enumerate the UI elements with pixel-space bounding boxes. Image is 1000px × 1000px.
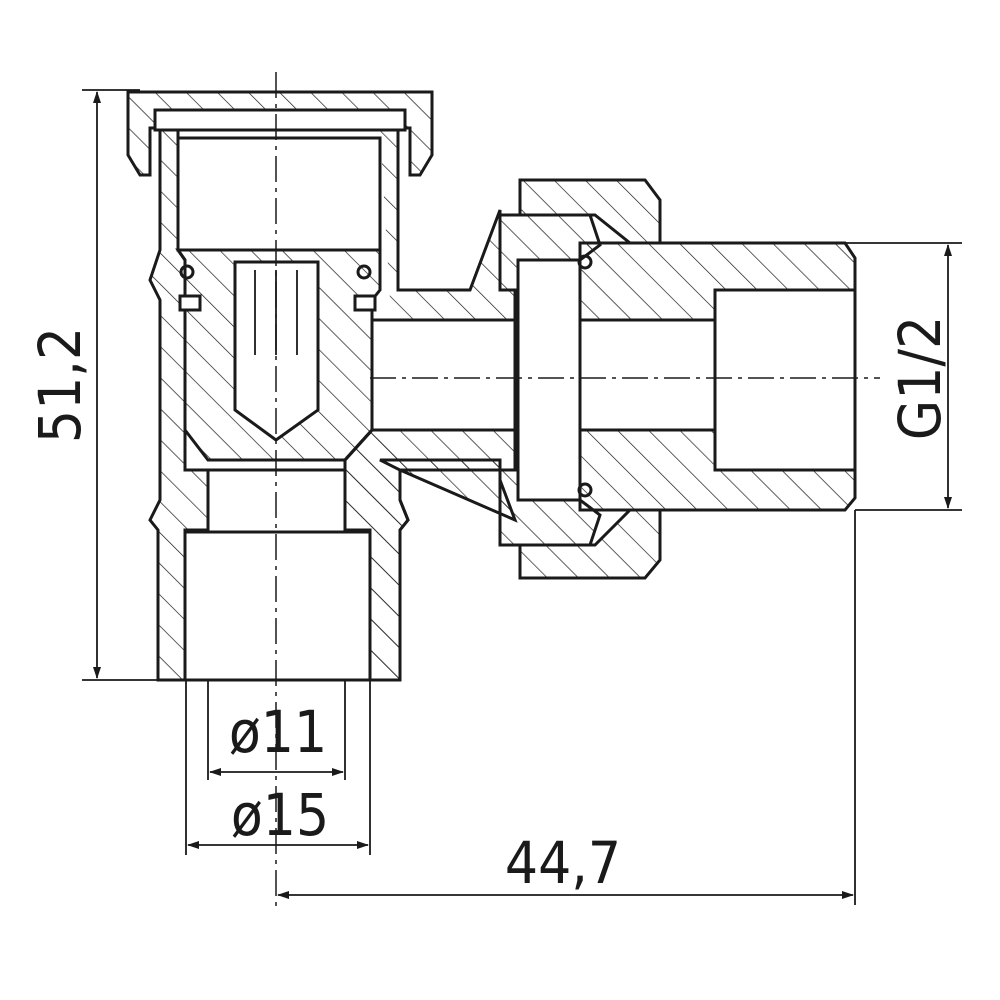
dimension-thread-label: G1/2 (886, 316, 954, 440)
cap-insert (153, 108, 407, 132)
outlet-bore (183, 530, 372, 682)
connector-socket (713, 288, 857, 472)
o-ring (179, 264, 195, 280)
coupling-ring (516, 258, 582, 502)
connector-bore (578, 318, 717, 432)
dimension-height-label: 51,2 (26, 327, 94, 443)
centerlines (275, 72, 880, 910)
seal (178, 294, 202, 312)
seal (353, 294, 377, 312)
cap-cavity (176, 136, 382, 252)
union-nut-lower (518, 508, 662, 580)
dimension-length-label: 44,7 (505, 829, 621, 897)
dimension-inner-diameter-label: ø11 (229, 698, 327, 766)
dimension-lines (82, 89, 962, 905)
valve-body (126, 90, 857, 682)
dimension-outer-diameter-label: ø15 (231, 781, 329, 849)
side-channel (370, 318, 517, 432)
o-ring (356, 264, 372, 280)
